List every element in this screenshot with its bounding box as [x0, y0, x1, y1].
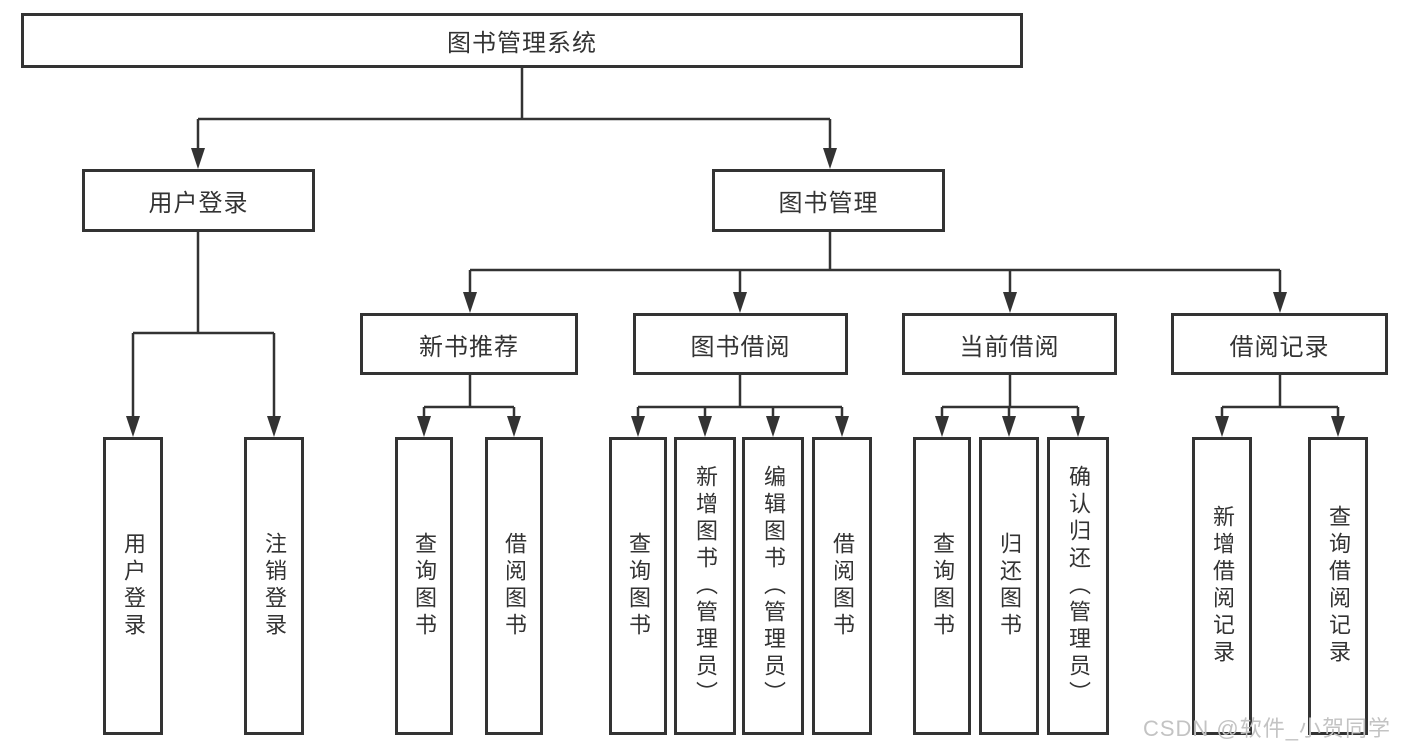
csdn-watermark: CSDN @软件_小贺同学 — [1142, 716, 1391, 741]
node-leaf-confirm-return-admin: 确认归还（管理员） — [1047, 437, 1109, 735]
node-book-management: 图书管理 — [712, 169, 945, 232]
node-label: 图书管理 — [778, 190, 879, 217]
node-leaf-query-books-borrowing: 查询图书 — [609, 437, 667, 735]
node-label: 归还图书 — [997, 532, 1022, 640]
node-leaf-user-login: 用户登录 — [103, 437, 163, 735]
node-label: 查询图书 — [412, 532, 437, 640]
node-label: 确认归还（管理员） — [1066, 464, 1091, 708]
node-label: 新书推荐 — [419, 333, 519, 361]
node-label: 借阅图书 — [830, 532, 855, 640]
node-book-borrowing: 图书借阅 — [633, 313, 848, 375]
node-library-management-system: 图书管理系统 — [21, 13, 1023, 68]
node-leaf-query-books-current: 查询图书 — [913, 437, 971, 735]
node-leaf-edit-books-admin: 编辑图书（管理员） — [742, 437, 804, 735]
node-label: 新增图书（管理员） — [693, 464, 718, 708]
node-label: 查询图书 — [626, 532, 651, 640]
node-leaf-return-books: 归还图书 — [979, 437, 1039, 735]
node-label: 编辑图书（管理员） — [761, 464, 786, 708]
node-user-login: 用户登录 — [82, 169, 315, 232]
node-leaf-query-borrow-record: 查询借阅记录 — [1308, 437, 1368, 735]
node-leaf-add-borrow-record: 新增借阅记录 — [1192, 437, 1252, 735]
node-leaf-logout: 注销登录 — [244, 437, 304, 735]
node-label: 用户登录 — [121, 532, 146, 640]
node-borrowing-records: 借阅记录 — [1171, 313, 1388, 375]
node-leaf-borrow-books: 借阅图书 — [812, 437, 872, 735]
node-label: 新增借阅记录 — [1210, 505, 1235, 667]
node-leaf-query-books-recommend: 查询图书 — [395, 437, 453, 735]
node-label: 用户登录 — [148, 190, 249, 217]
node-leaf-add-books-admin: 新增图书（管理员） — [674, 437, 736, 735]
node-label: 图书管理系统 — [447, 30, 597, 57]
node-label: 注销登录 — [262, 532, 287, 640]
node-leaf-borrow-books-recommend: 借阅图书 — [485, 437, 543, 735]
node-new-book-recommend: 新书推荐 — [360, 313, 578, 375]
node-label: 查询图书 — [930, 532, 955, 640]
node-label: 当前借阅 — [959, 333, 1060, 361]
node-label: 借阅图书 — [502, 532, 527, 640]
node-label: 查询借阅记录 — [1326, 505, 1351, 667]
node-current-borrowing: 当前借阅 — [902, 313, 1117, 375]
node-label: 借阅记录 — [1229, 333, 1330, 361]
node-label: 图书借阅 — [690, 333, 791, 361]
